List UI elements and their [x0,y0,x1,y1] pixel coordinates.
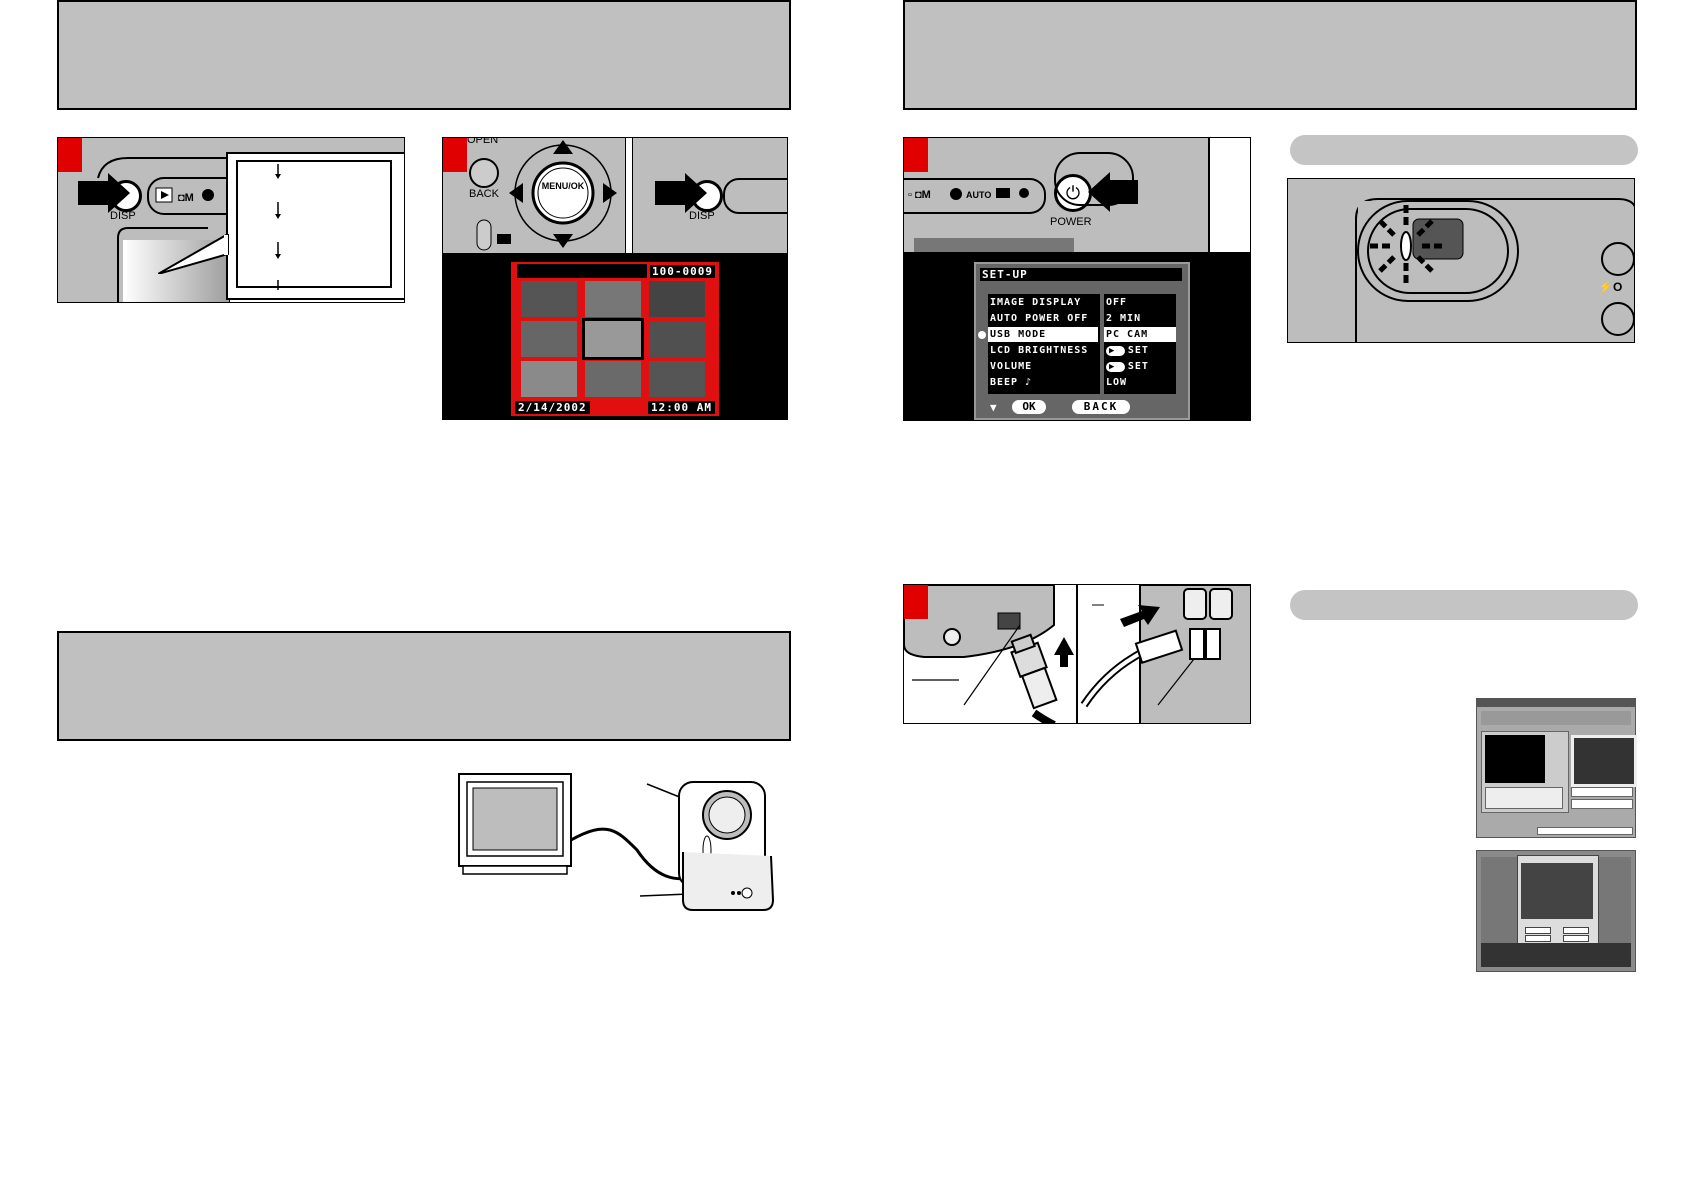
setup-menu-row[interactable]: LCD BRIGHTNESS ▶ SET [976,343,1188,358]
thumbnail-image[interactable] [649,361,705,397]
indicator-lamp-drawing: ⚡O [1355,198,1634,342]
frame-number: 100-0009 [650,265,715,278]
capture-photo [1521,863,1593,919]
setup-menu-row[interactable]: VOLUME ▶ SET [976,359,1188,374]
press-arrow-icon [78,173,130,213]
disp-label-2: DISP [689,210,715,222]
software-window-screenshot-1 [1476,698,1637,838]
setup-lcd-screen: SET-UP IMAGE DISPLAY OFF AUTO POWER OFF 2 M… [903,253,1251,421]
section-header-banner-bottom-left [57,631,791,741]
power-label: POWER [1050,216,1092,228]
section-header-banner-top-left [57,0,791,110]
back-button[interactable] [469,158,499,188]
down-arrow-icon [553,234,573,248]
thumbnail-image[interactable] [585,281,641,317]
setup-menu-list: IMAGE DISPLAY OFF AUTO POWER OFF 2 MIN USB M… [976,295,1188,395]
setup-menu-label: LCD BRIGHTNESS [990,345,1089,356]
setup-menu-value: 2 MIN [1106,313,1142,324]
camera-disp-illustration: ◘M DISP [57,137,405,303]
setup-menu-window: SET-UP IMAGE DISPLAY OFF AUTO POWER OFF 2 M… [974,262,1190,420]
press-arrow-icon [655,173,707,213]
usb-connection-illustration [903,584,1251,724]
thumbnail-image[interactable] [649,281,705,317]
right-arrow-icon [603,183,617,203]
subheading-pill-1 [1290,135,1638,165]
step-marker [58,138,82,172]
mode-dial-icons: ▫ ◘M [908,188,962,201]
left-arrow-icon [509,183,523,203]
software-window-screenshot-2 [1476,850,1636,972]
setup-menu-label: AUTO POWER OFF [990,313,1089,324]
thumbnail-frame: 100-0009 2/14/2002 12:00 AM [511,262,719,416]
thumbnail-image[interactable] [585,361,641,397]
camera-body-drawing: ◘M [97,157,404,302]
disp-label: DISP [110,210,136,222]
camera-controls-illustration: OPEN BACK MENU/OK DISP [442,137,788,253]
setup-menu-label: USB MODE [988,327,1098,342]
thumbnail-image[interactable] [649,321,705,357]
svg-text:⚡O: ⚡O [1598,280,1622,294]
back-label: BACK [469,188,499,200]
indicator-lamp-illustration: ⚡O [1287,178,1635,343]
play-arrow-icon: ▶ [1106,346,1125,356]
setup-menu-value: LOW [1106,377,1128,388]
thumbnail-image[interactable] [582,318,644,360]
play-arrow-icon: ▶ [1106,362,1125,372]
setup-menu-row[interactable]: BEEP ♪ LOW [976,375,1188,390]
camera-power-illustration: ▫ ◘M AUTO ⏻ POWER [903,137,1251,253]
tv-connection-illustration [458,773,775,911]
setup-menu-row[interactable]: IMAGE DISPLAY OFF [976,295,1188,310]
four-way-controller [509,140,617,248]
thumbnail-lcd-screen: 100-0009 2/14/2002 12:00 AM [442,253,788,420]
thumb-date: 2/14/2002 [515,401,590,414]
step-marker [904,138,928,172]
setup-menu-value: OFF [1106,297,1128,308]
display-mode-callout [226,152,404,300]
up-arrow-icon [553,140,573,154]
menu-ok-label[interactable]: MENU/OK [541,181,585,191]
thumb-time: 12:00 AM [648,401,715,414]
setup-menu-row[interactable]: USB MODE PC CAM [976,327,1188,342]
camera-icon [476,219,511,251]
preview-photo [1571,735,1637,787]
setup-menu-row[interactable]: AUTO POWER OFF 2 MIN [976,311,1188,326]
setup-menu-value: PC CAM [1104,327,1176,342]
ok-button[interactable]: OK [1012,400,1046,414]
selection-bullet-icon [978,331,986,339]
scroll-down-icon: ▼ [990,401,998,414]
setup-menu-label: VOLUME [990,361,1033,372]
sequence-arrows [275,164,281,290]
step-marker [443,138,467,172]
step-marker [904,585,928,619]
section-header-banner-top-right [903,0,1637,110]
setup-menu-label: BEEP ♪ [990,377,1033,388]
back-button-lcd[interactable]: BACK [1072,400,1130,414]
auto-label: AUTO [966,190,992,200]
svg-text:◘M: ◘M [178,192,194,204]
setup-title: SET-UP [980,268,1182,281]
setup-menu-value: ▶ SET [1104,359,1176,374]
open-label: OPEN [467,137,499,146]
thumbnail-image[interactable] [521,361,577,397]
usb-cable-drawing [904,585,1250,723]
thumbnail-image[interactable] [521,321,577,357]
thumbnail-image[interactable] [521,281,577,317]
setup-menu-label: IMAGE DISPLAY [990,297,1082,308]
subheading-pill-2 [1290,590,1638,620]
thumbnail-grid [519,280,711,398]
setup-menu-value: ▶ SET [1104,343,1176,358]
svg-text:▫ ◘M: ▫ ◘M [908,189,931,201]
